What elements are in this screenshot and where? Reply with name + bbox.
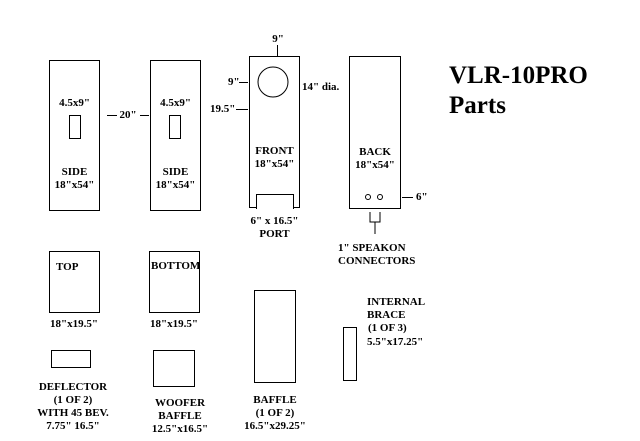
port-name-label: PORT [259, 228, 290, 240]
connectors-label-line2: CONNECTORS [338, 255, 416, 267]
diagram-title: VLR-10PRO [449, 62, 588, 89]
woofer-baffle-panel [153, 350, 195, 387]
connectors-label-line1: 1" SPEAKON [338, 242, 406, 254]
top-panel [49, 251, 100, 313]
front-top-dimension: 9" [272, 33, 284, 45]
woofer-baffle-label-line1: WOOFER [154, 397, 206, 409]
internal-brace-label-line4: 5.5"x17.25" [367, 336, 424, 348]
deflector-label-line2: (1 OF 2) [53, 394, 93, 406]
gap-dimension-label: 20" [119, 109, 137, 121]
back-side-dimension-line [402, 197, 413, 198]
bottom-size: 18"x19.5" [150, 318, 198, 330]
back-side-dimension: 6" [416, 191, 428, 203]
front-panel [249, 56, 300, 208]
side-right-cutout [169, 115, 181, 139]
woofer-baffle-label-line3: 12.5"x16.5" [151, 423, 209, 435]
bottom-panel [149, 251, 200, 313]
speakon-connector-holes [365, 194, 383, 200]
side-left-cutout [69, 115, 81, 139]
deflector-panel [51, 350, 91, 368]
side-right-name: SIDE [162, 166, 189, 178]
port-size-label: 6" x 16.5" [250, 215, 299, 227]
gap-line-right [140, 115, 149, 116]
woofer-hole-diameter: 14" dia. [302, 81, 340, 93]
bottom-name: BOTTOM [151, 260, 201, 272]
front-left-dimension-line [239, 82, 248, 83]
back-size: 18"x54" [355, 159, 395, 171]
side-left-name: SIDE [61, 166, 88, 178]
side-right-cutout-label: 4.5x9" [160, 97, 191, 109]
internal-brace-label-line3: (1 OF 3) [368, 322, 407, 334]
deflector-label-line4: 7.75" 16.5" [46, 420, 100, 432]
baffle-label-line2: (1 OF 2) [255, 407, 295, 419]
deflector-label-line3: WITH 45 BEV. [37, 407, 109, 419]
side-left-size: 18"x54" [54, 179, 95, 191]
baffle-label-line3: 16.5"x29.25" [244, 420, 306, 432]
front-port [256, 194, 294, 209]
back-panel [349, 56, 401, 209]
top-size: 18"x19.5" [50, 318, 98, 330]
top-name: TOP [56, 261, 79, 273]
front-top-dimension-line [277, 45, 278, 57]
baffle-panel [254, 290, 296, 383]
baffle-label-line1: BAFFLE [253, 394, 297, 406]
internal-brace-label-line2: BRACE [367, 309, 406, 321]
front-left-dimension: 9" [228, 76, 240, 88]
internal-brace-label-line1: INTERNAL [367, 296, 426, 308]
front-lower-dimension: 19.5" [210, 103, 236, 115]
connector-callout-bracket [369, 212, 381, 234]
side-right-size: 18"x54" [155, 179, 196, 191]
side-left-cutout-label: 4.5x9" [59, 97, 90, 109]
front-size: 18"x54" [254, 158, 295, 170]
gap-line-left [107, 115, 117, 116]
woofer-hole [257, 66, 289, 98]
front-name: FRONT [255, 145, 294, 157]
diagram-subtitle: Parts [449, 92, 506, 119]
internal-brace-panel [343, 327, 357, 381]
deflector-label-line1: DEFLECTOR [38, 381, 108, 393]
back-name: BACK [359, 146, 391, 158]
front-lower-dimension-line [236, 109, 248, 110]
woofer-baffle-label-line2: BAFFLE [158, 410, 202, 422]
